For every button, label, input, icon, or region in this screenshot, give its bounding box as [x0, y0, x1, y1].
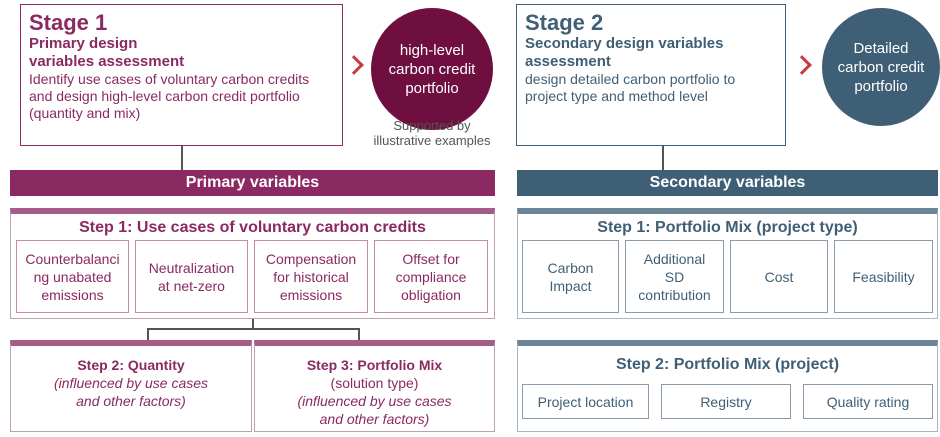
chevron-right-icon: [344, 55, 364, 75]
cell-text: Compensation: [265, 250, 357, 267]
cell-text: SD: [664, 268, 685, 285]
stage2-subtitle-line1: Secondary design variables: [525, 35, 724, 52]
cell-text: Offset for: [402, 250, 460, 267]
stage1-subtitle-line2: variables assessment: [29, 53, 185, 70]
step3-note-line2: and other factors): [319, 411, 430, 427]
primary-step2-panel: Step 2: Quantity (influenced by use case…: [10, 340, 252, 432]
use-case-cell-counterbalancing: Counterbalanci ng unabated emissions: [16, 240, 129, 313]
cell-text: emissions: [279, 286, 343, 303]
secondary-variables-band: Secondary variables: [517, 170, 938, 196]
use-case-cell-offset: Offset for compliance obligation: [374, 240, 488, 313]
connector-line: [358, 328, 360, 340]
connector-line: [147, 328, 359, 330]
cell-text: Feasibility: [852, 268, 915, 285]
connector-line: [252, 319, 254, 329]
primary-step1-title: Step 1: Use cases of voluntary carbon cr…: [79, 219, 426, 236]
stage1-subtitle-line1: Primary design: [29, 35, 138, 52]
stage1-desc-line2: and design high-level carbon credit port…: [29, 88, 300, 104]
cell-text: Carbon: [547, 259, 594, 276]
project-type-cell-carbon-impact: Carbon Impact: [522, 240, 619, 313]
supported-by-note: Supported by illustrative examples: [358, 118, 506, 148]
stage1-desc-line1: Identify use cases of voluntary carbon c…: [29, 71, 310, 87]
high-level-portfolio-circle: high-level carbon credit portfolio: [371, 8, 493, 130]
project-cell-registry: Registry: [661, 384, 791, 419]
cell-text: obligation: [401, 286, 461, 303]
secondary-step2-title: Step 2: Portfolio Mix (project): [615, 356, 840, 373]
stage2-desc-line2: project type and method level: [525, 88, 708, 104]
circle1-line1: high-level: [399, 41, 465, 59]
cell-text: Additional: [643, 250, 706, 267]
secondary-step2-panel: Step 2: Portfolio Mix (project): [517, 340, 938, 432]
support-line1: Supported by: [393, 118, 471, 133]
step2-title: Step 2: Quantity: [77, 357, 185, 373]
cell-text: Cost: [764, 268, 794, 285]
stage1-desc-line3: (quantity and mix): [29, 105, 141, 121]
circle1-line3: portfolio: [405, 79, 459, 97]
cell-text: Registry: [700, 393, 752, 410]
cell-text: Neutralization: [148, 259, 235, 276]
step3-sub: (solution type): [330, 375, 419, 391]
cell-text: Impact: [549, 277, 592, 294]
use-case-cell-compensation: Compensation for historical emissions: [254, 240, 368, 313]
cell-text: contribution: [638, 286, 711, 303]
primary-step3-panel: Step 3: Portfolio Mix (solution type) (i…: [254, 340, 495, 432]
stage2-subtitle-line2: assessment: [525, 53, 611, 70]
circle2-line2: carbon credit: [837, 58, 925, 76]
stage2-box: Stage 2 Secondary design variables asses…: [516, 4, 786, 146]
cell-text: ng unabated: [33, 268, 112, 285]
circle1-line2: carbon credit: [388, 60, 476, 78]
cell-text: compliance: [395, 268, 467, 285]
step3-title: Step 3: Portfolio Mix: [306, 357, 443, 373]
project-type-cell-cost: Cost: [730, 240, 828, 313]
secondary-step1-panel: Step 1: Portfolio Mix (project type): [517, 208, 938, 319]
cell-text: at net-zero: [158, 277, 225, 294]
step2-note-line1: (influenced by use cases: [53, 375, 209, 391]
cell-text: emissions: [41, 286, 104, 303]
project-cell-quality-rating: Quality rating: [803, 384, 933, 419]
connector-line: [147, 328, 149, 340]
cell-text: Quality rating: [826, 393, 910, 410]
connector-line: [181, 146, 183, 170]
stage1-title: Stage 1: [29, 10, 108, 35]
step3-note-line1: (influenced by use cases: [297, 393, 452, 409]
primary-variables-band: Primary variables: [10, 170, 495, 196]
chevron-right-icon: [792, 55, 812, 75]
support-line2: illustrative examples: [373, 133, 491, 148]
stage2-desc-line1: design detailed carbon portfolio to: [525, 71, 736, 87]
circle2-line1: Detailed: [853, 39, 909, 57]
project-type-cell-feasibility: Feasibility: [834, 240, 933, 313]
cell-text: Project location: [537, 393, 634, 410]
stage1-box: Stage 1 Primary design variables assessm…: [20, 4, 343, 146]
project-type-cell-sd-contribution: Additional SD contribution: [625, 240, 724, 313]
stage2-title: Stage 2: [525, 10, 604, 35]
detailed-portfolio-circle: Detailed carbon credit portfolio: [822, 8, 940, 126]
use-case-cell-neutralization: Neutralization at net-zero: [135, 240, 248, 313]
step2-note-line2: and other factors): [76, 393, 186, 409]
circle2-line3: portfolio: [854, 77, 908, 95]
secondary-step1-title: Step 1: Portfolio Mix (project type): [597, 219, 858, 236]
cell-text: for historical: [273, 268, 349, 285]
primary-step1-panel: Step 1: Use cases of voluntary carbon cr…: [10, 208, 495, 319]
connector-line: [662, 146, 664, 170]
project-cell-location: Project location: [522, 384, 649, 419]
cell-text: Counterbalanci: [25, 250, 120, 267]
